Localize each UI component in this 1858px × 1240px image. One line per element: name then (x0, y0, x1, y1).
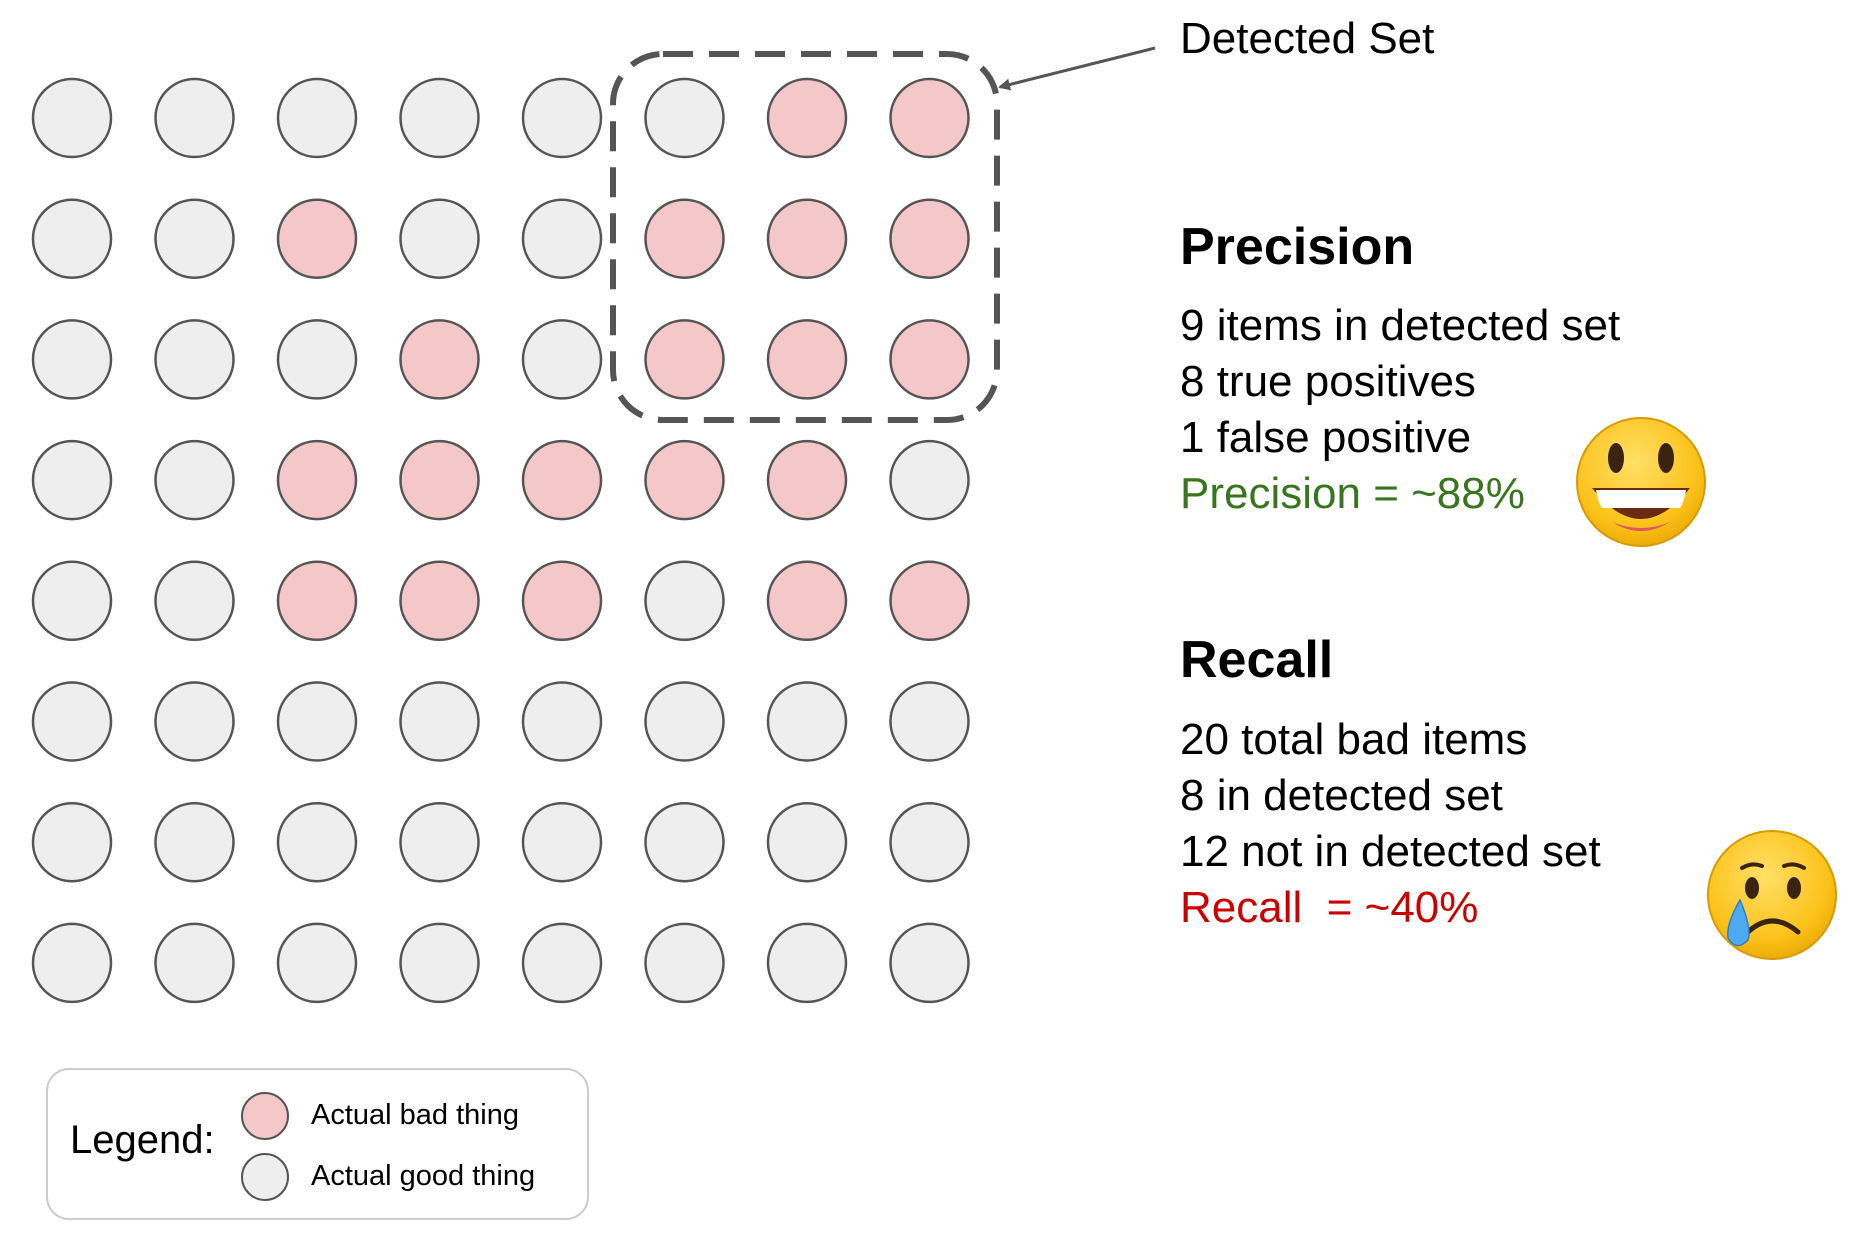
recall-result: Recall = ~40% (1180, 883, 1479, 932)
legend-bad-label: Actual bad thing (311, 1099, 519, 1131)
bad-item-dot (766, 319, 848, 400)
good-item-dot (644, 77, 725, 159)
good-item-dot (521, 77, 603, 159)
good-item-dot (644, 681, 725, 762)
good-item-dot (31, 681, 113, 762)
bad-item-dot (276, 439, 358, 521)
bad-item-dot (276, 198, 358, 279)
bad-item-dot (399, 439, 480, 521)
bad-item-dot (644, 439, 725, 521)
recall-line-total-bad: 20 total bad items (1180, 715, 1528, 764)
precision-line-true-positives: 8 true positives (1180, 357, 1476, 406)
legend-good-swatch (241, 1153, 289, 1201)
good-item-dot (766, 681, 848, 762)
good-item-dot (154, 439, 235, 521)
good-item-dot (889, 439, 970, 521)
good-item-dot (521, 319, 603, 400)
bad-item-dot (521, 560, 603, 642)
bad-item-dot (644, 198, 725, 279)
good-item-dot (521, 801, 603, 883)
bad-item-dot (521, 439, 603, 521)
legend-box (46, 1068, 589, 1220)
legend-label: Legend: (70, 1118, 215, 1162)
good-item-dot (399, 77, 480, 159)
recall-details: 20 total bad items 8 in detected set 12 … (1180, 712, 1601, 936)
detected-set-label: Detected Set (1180, 14, 1435, 63)
precision-details: 9 items in detected set 8 true positives… (1180, 298, 1620, 522)
good-item-dot (521, 198, 603, 279)
good-item-dot (31, 439, 113, 521)
good-item-dot (399, 801, 480, 883)
good-item-dot (154, 922, 235, 1004)
good-item-dot (31, 922, 113, 1004)
grinning-face-icon (1576, 417, 1706, 547)
good-item-dot (31, 77, 113, 159)
recall-line-in-set: 8 in detected set (1180, 771, 1503, 820)
good-item-dot (644, 922, 725, 1004)
item-grid (31, 77, 970, 1004)
good-item-dot (154, 560, 235, 642)
good-item-dot (399, 922, 480, 1004)
legend-good-label: Actual good thing (311, 1160, 536, 1192)
recall-title: Recall (1180, 631, 1334, 689)
good-item-dot (889, 681, 970, 762)
good-item-dot (521, 681, 603, 762)
bad-item-dot (889, 319, 970, 400)
good-item-dot (276, 319, 358, 400)
good-item-dot (889, 922, 970, 1004)
good-item-dot (399, 198, 480, 279)
good-item-dot (276, 922, 358, 1004)
good-item-dot (889, 801, 970, 883)
good-item-dot (31, 319, 113, 400)
good-item-dot (399, 681, 480, 762)
detected-set-arrow (998, 46, 1156, 91)
good-item-dot (154, 681, 235, 762)
good-item-dot (154, 198, 235, 279)
good-item-dot (276, 77, 358, 159)
good-item-dot (154, 319, 235, 400)
detected-set-box (610, 51, 1000, 423)
recall-line-not-in-set: 12 not in detected set (1180, 827, 1601, 876)
good-item-dot (154, 801, 235, 883)
bad-item-dot (889, 198, 970, 279)
good-item-dot (766, 801, 848, 883)
good-item-dot (276, 681, 358, 762)
precision-result: Precision = ~88% (1180, 469, 1525, 518)
precision-line-items: 9 items in detected set (1180, 301, 1621, 350)
good-item-dot (154, 77, 235, 159)
bad-item-dot (644, 319, 725, 400)
good-item-dot (644, 801, 725, 883)
good-item-dot (31, 801, 113, 883)
precision-line-false-positive: 1 false positive (1180, 413, 1472, 462)
good-item-dot (276, 801, 358, 883)
bad-item-dot (889, 560, 970, 642)
good-item-dot (766, 922, 848, 1004)
bad-item-dot (766, 439, 848, 521)
good-item-dot (644, 560, 725, 642)
bad-item-dot (399, 319, 480, 400)
good-item-dot (31, 198, 113, 279)
bad-item-dot (766, 198, 848, 279)
legend-bad-swatch (241, 1092, 289, 1140)
bad-item-dot (276, 560, 358, 642)
bad-item-dot (766, 560, 848, 642)
bad-item-dot (399, 560, 480, 642)
bad-item-dot (889, 77, 970, 159)
good-item-dot (31, 560, 113, 642)
crying-face-icon (1707, 830, 1837, 960)
good-item-dot (521, 922, 603, 1004)
precision-title: Precision (1180, 218, 1415, 276)
bad-item-dot (766, 77, 848, 159)
